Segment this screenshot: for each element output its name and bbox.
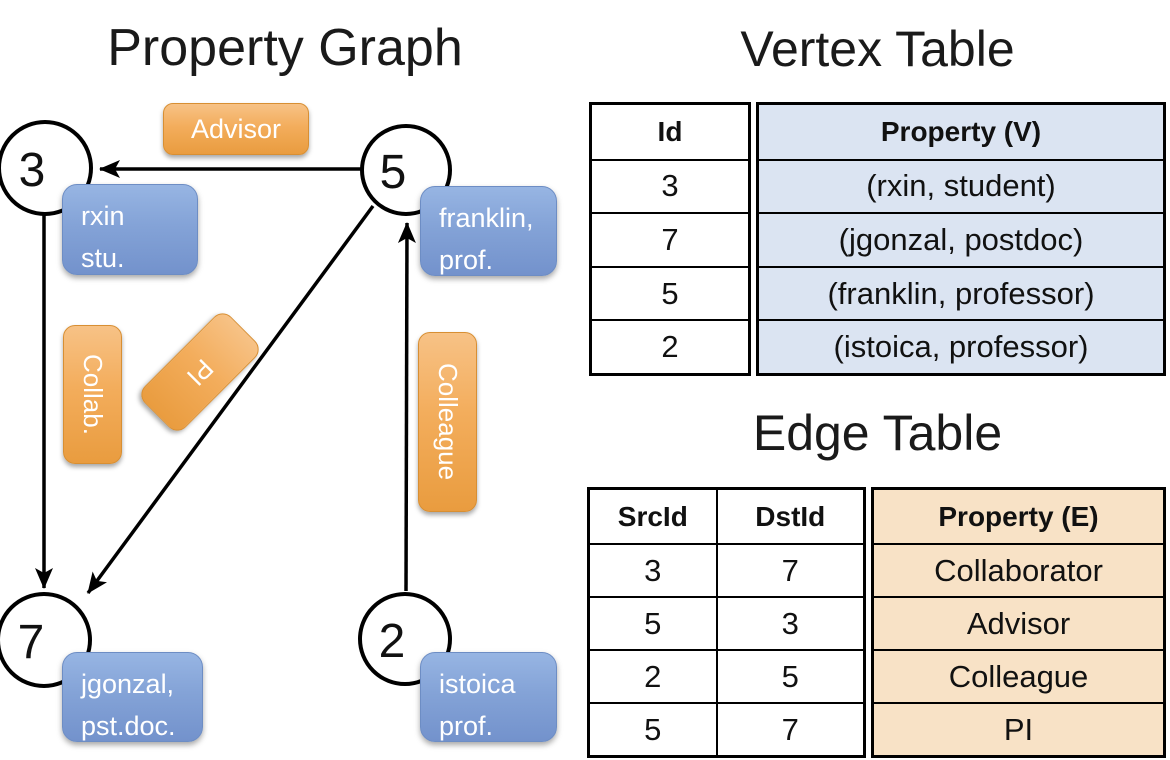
- vertex-table-id-column: Id 3 7 5 2: [589, 102, 751, 376]
- vertex-table-row-id: 5: [592, 265, 748, 320]
- node-label-jgonzal-line2: pst.doc.: [81, 711, 176, 741]
- node-label-rxin-line2: stu.: [81, 243, 125, 273]
- vertex-table-row-id: 3: [592, 158, 748, 213]
- edge-table-row-property: Colleague: [874, 649, 1163, 702]
- vertex-table-row-id: 2: [592, 319, 748, 373]
- edge-table-id-columns: SrcId DstId 3 7 5 3 2 5 5 7: [587, 487, 866, 758]
- vertex-node-7-id: 7: [17, 615, 45, 669]
- edge-table-row-dst: 7: [715, 543, 863, 596]
- property-graph-title: Property Graph: [107, 19, 463, 77]
- edge-table-row-dst: 5: [715, 649, 863, 702]
- vertex-table-property-column: Property (V) (rxin, student) (jgonzal, p…: [756, 102, 1166, 376]
- node-label-franklin-line1: franklin,: [439, 203, 534, 233]
- edge-table-row-dst: 3: [715, 596, 863, 649]
- node-label-franklin-line2: prof.: [439, 245, 494, 275]
- edge-pi-5-to-7: [86, 204, 375, 595]
- edge-label-advisor: Advisor: [163, 103, 309, 155]
- node-label-franklin: franklin, prof.: [420, 186, 557, 276]
- vertex-node-3-id: 3: [18, 143, 46, 197]
- edge-table-row-property: PI: [874, 702, 1163, 755]
- edge-table-row-dst: 7: [715, 702, 863, 755]
- vertex-table-header-id: Id: [657, 115, 683, 147]
- edge-label-colleague: Colleague: [418, 332, 477, 512]
- node-label-jgonzal: jgonzal, pst.doc.: [62, 652, 203, 742]
- vertex-node-2-id: 2: [378, 614, 406, 668]
- vertex-node-5-id: 5: [379, 145, 407, 199]
- edge-table-header-property: Property (E): [874, 490, 1163, 543]
- vertex-node-5: 5: [360, 124, 452, 216]
- edge-table-row-src: 3: [590, 543, 716, 596]
- graph-edges: [35, 160, 416, 595]
- vertex-table-title: Vertex Table: [740, 21, 1015, 77]
- edge-table-property-column: Property (E) Collaborator Advisor Collea…: [871, 487, 1166, 758]
- node-label-istoica-line1: istoica: [439, 669, 516, 699]
- edge-colleague-2-to-5: [397, 222, 416, 592]
- node-label-istoica-line2: prof.: [439, 711, 494, 741]
- edge-table-header-srcid: SrcId: [617, 500, 688, 532]
- node-label-istoica: istoica prof.: [420, 652, 557, 742]
- vertex-table-row-id: 7: [592, 212, 748, 266]
- vertex-table-row-property: (istoica, professor): [759, 319, 1163, 373]
- vertex-table-row-property: (rxin, student): [759, 158, 1163, 213]
- edge-table-title: Edge Table: [752, 405, 1003, 461]
- vertex-table-header-property: Property (V): [759, 105, 1163, 159]
- edge-table-header-dstid: DstId: [715, 490, 863, 543]
- edge-table-row-src: 2: [590, 649, 716, 702]
- vertex-table-row-property: (franklin, professor): [759, 265, 1163, 320]
- node-label-rxin: rxin stu.: [62, 184, 198, 275]
- edge-label-collab: Collab.: [63, 325, 122, 464]
- edge-table-row-src: 5: [590, 702, 716, 755]
- edge-table-row-property: Advisor: [874, 596, 1163, 649]
- edge-table-row-src: 5: [590, 596, 716, 649]
- node-label-rxin-line1: rxin: [81, 201, 125, 231]
- edge-table-row-property: Collaborator: [874, 543, 1163, 596]
- node-label-jgonzal-line1: jgonzal,: [81, 669, 175, 699]
- vertex-table-row-property: (jgonzal, postdoc): [759, 212, 1163, 266]
